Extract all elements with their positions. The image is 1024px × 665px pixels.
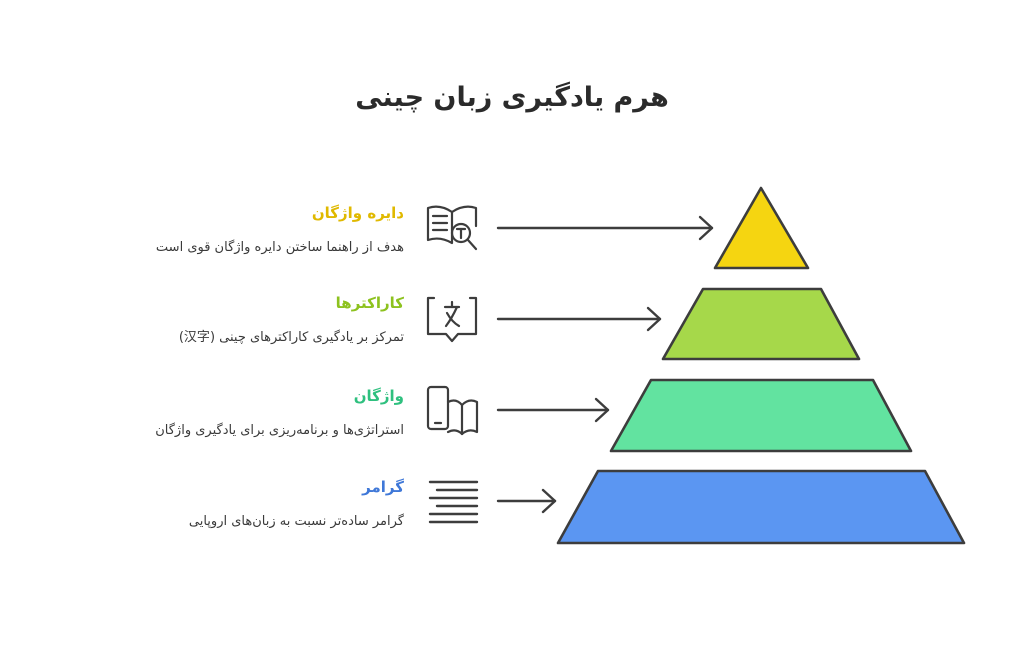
layer-description: تمرکز بر یادگیری کاراکترهای چینی (汉字) [178,330,404,345]
pyramid-layer-1 [713,186,810,270]
arrow-to-layer-2 [496,306,662,332]
phone-book-icon [426,385,479,436]
layer-description: هدف از راهنما ساختن دایره واژگان قوی است [155,240,404,255]
layer-description: گرامر ساده‌تر نسبت به زبان‌های اروپایی [188,514,404,529]
connector-arrows [496,215,714,514]
arrow-to-layer-4 [496,488,557,514]
text-lines-icon [428,480,479,524]
diagram-title: هرم یادگیری زبان چینی [355,82,669,113]
pyramid-layer-4 [556,469,966,545]
layer-description: استراتژی‌ها و برنامه‌ریزی برای یادگیری و… [155,423,404,438]
layer-characters-text: کاراکترها تمرکز بر یادگیری کاراکترهای چی… [84,294,404,346]
pyramid-layer-2 [661,287,861,361]
layer-title: دایره واژگان [311,204,404,222]
layer-title: واژگان [353,387,404,405]
arrow-to-layer-3 [496,397,610,423]
layer-title: کاراکترها [335,294,404,312]
arrow-to-layer-1 [496,215,714,241]
layer-title: گرامر [362,478,404,496]
pyramid-layer-3 [609,378,913,453]
layer-vocabulary-range-text: دایره واژگان هدف از راهنما ساختن دایره و… [84,204,404,256]
layer-grammar-text: گرامر گرامر ساده‌تر نسبت به زبان‌های ارو… [84,478,404,530]
translate-icon [426,296,478,343]
book-search-icon [426,205,478,251]
pyramid-layers [556,186,966,545]
layer-vocabulary-text: واژگان استراتژی‌ها و برنامه‌ریزی برای یا… [84,387,404,439]
